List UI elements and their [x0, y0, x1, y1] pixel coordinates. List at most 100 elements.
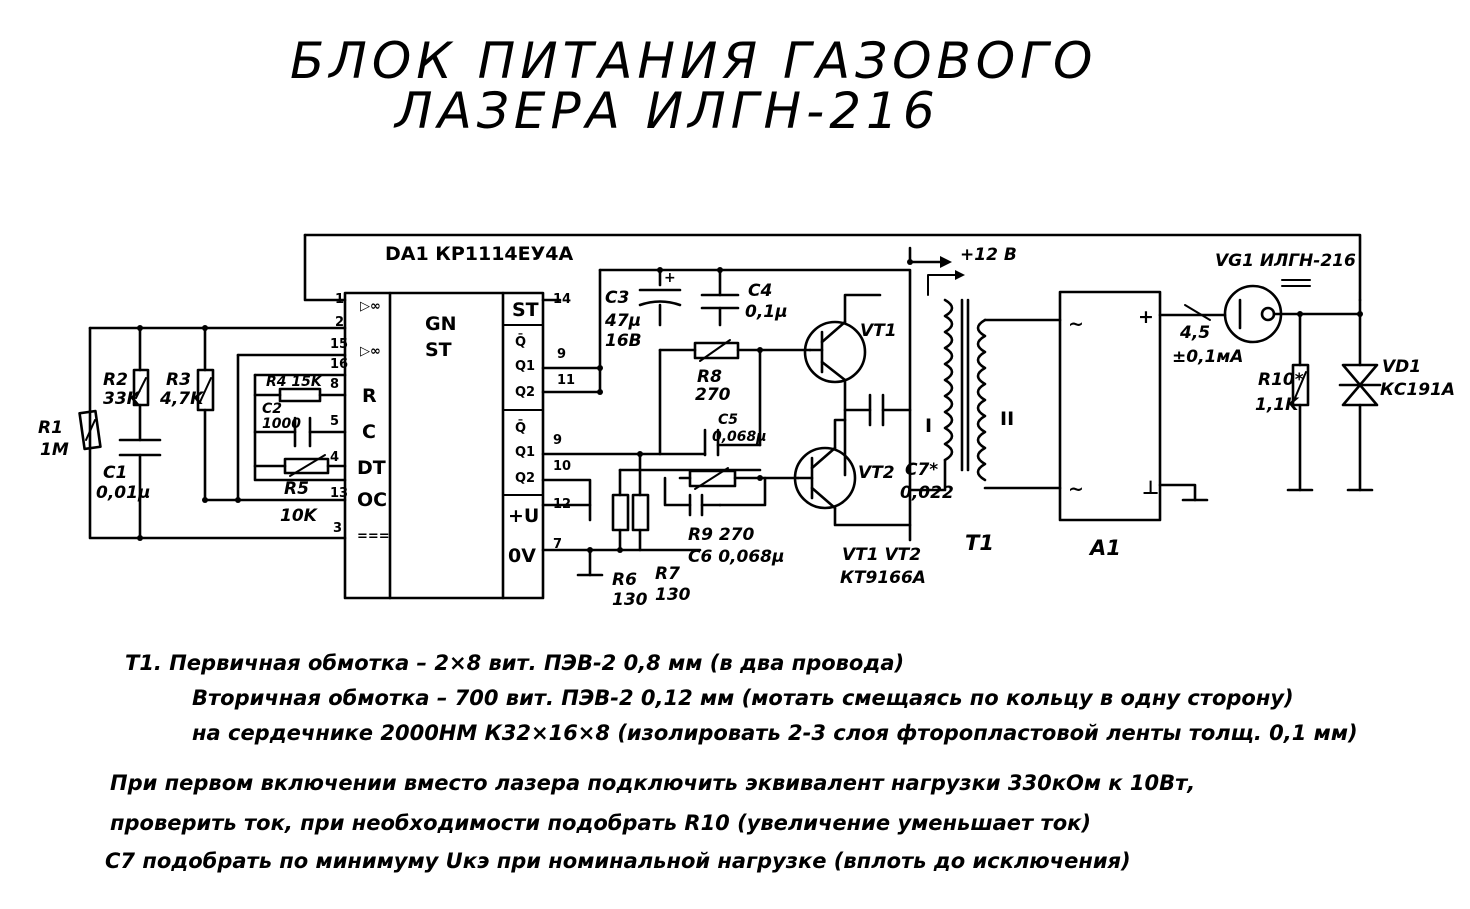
- title-line1: БЛОК ПИТАНИЯ ГАЗОВОГО: [290, 32, 1097, 90]
- svg-text:+: +: [664, 270, 676, 286]
- c4-ref: C4: [748, 281, 772, 301]
- r9-ref: R9 270: [688, 525, 754, 545]
- t1-w1-label: I: [925, 415, 932, 437]
- resistor-r1: R1 1M: [38, 409, 102, 460]
- ic-pin-r11: 11: [557, 373, 575, 388]
- note-line-5: проверить ток, при необходимости подобра…: [110, 811, 1091, 835]
- r3-value: 4,7K: [159, 389, 205, 409]
- note-line-3: на сердечнике 2000НМ К32×16×8 (изолирова…: [192, 721, 1358, 745]
- ic-func-q2a: Q2: [515, 385, 535, 400]
- notes-block: Т1. Первичная обмотка – 2×8 вит. ПЭВ-2 0…: [105, 651, 1358, 873]
- resistor-r8: R8 270: [693, 339, 740, 405]
- ic-func-oc: OC: [357, 489, 387, 511]
- resistor-r6: R6 130: [611, 493, 648, 610]
- transistor-vt1: VT1: [803, 293, 897, 477]
- ic-pin-r7: 7: [553, 537, 562, 552]
- transistors-ref: VT1 VT2: [842, 545, 921, 565]
- capacitor-c1: C1 0,01μ: [96, 438, 162, 503]
- r8-value: 270: [695, 385, 731, 405]
- ic-body: [343, 291, 545, 600]
- capacitor-c7: C7* 0,022: [843, 393, 954, 503]
- a1-ac1: ~: [1068, 313, 1084, 335]
- title-line2: ЛАЗЕРА ИЛГН-216: [393, 82, 940, 140]
- ic-center-gn: GN: [425, 313, 457, 335]
- vd1-value: КС191А: [1380, 380, 1455, 400]
- c3-ref: C3: [605, 288, 629, 308]
- ic-pin-r9a: 9: [557, 347, 566, 362]
- ic-pin-13: 13: [330, 486, 348, 501]
- resistor-r10: R10* 1,1K: [1255, 312, 1314, 492]
- ic-pin-r10: 10: [553, 459, 571, 474]
- c5-value: 0,068μ: [712, 429, 767, 445]
- c2-ref: C2: [262, 401, 282, 417]
- c7-value: 0,022: [900, 483, 954, 503]
- ic-pin-8: 8: [330, 377, 339, 392]
- supply-label: +12 В: [960, 245, 1017, 265]
- ic-pin-4: 4: [330, 450, 339, 465]
- ic-func-amp2: ▷∞: [360, 344, 381, 359]
- resistor-r3: R3 4,7K: [159, 368, 215, 412]
- ic-pin-3: 3: [333, 521, 342, 536]
- vg1-ref: VG1 ИЛГН-216: [1215, 251, 1356, 271]
- multiplier-a1: ~ + ~ ⊥ A1: [1058, 290, 1227, 560]
- ic-func-0v: 0V: [508, 545, 536, 567]
- zener-vd1: VD1 КС191А: [1338, 298, 1455, 492]
- resistor-r4: R4 15K: [266, 374, 323, 403]
- r10-ref: R10*: [1258, 370, 1304, 390]
- t1-w2-label: II: [1000, 408, 1014, 430]
- c5-ref: C5: [718, 412, 738, 428]
- wiring-center: [541, 259, 913, 577]
- a1-body: [1058, 290, 1162, 522]
- a1-ref: A1: [1088, 536, 1121, 560]
- c3-value1: 47μ: [604, 311, 641, 331]
- ic-func-q1b: Q1: [515, 445, 535, 460]
- ic-func-dt: DT: [357, 457, 386, 479]
- capacitor-c2: C2 1000: [262, 401, 312, 448]
- ic-ref-label: DA1 КР1114ЕУ4А: [385, 243, 573, 265]
- ic-func-qbar1: Q̄: [515, 334, 526, 350]
- capacitor-c3: + C3 47μ 16В: [604, 270, 682, 351]
- ic-func-st: ST: [512, 299, 539, 321]
- transistor-vt2: VT2: [793, 418, 912, 527]
- c3-value2: 16В: [605, 331, 642, 351]
- wiring-left: [88, 233, 1362, 541]
- r3-ref: R3: [166, 370, 191, 390]
- r7-value: 130: [655, 585, 691, 605]
- resistor-r2: R2 33K: [103, 368, 150, 409]
- transformer-t1: I II T1: [908, 298, 1062, 555]
- r6-ref: R6: [612, 570, 637, 590]
- a1-ac2: ~: [1068, 478, 1084, 500]
- c7-ref: C7*: [905, 460, 938, 480]
- meter-value2: ±0,1мА: [1172, 347, 1243, 367]
- ic-pin-5: 5: [330, 414, 339, 429]
- meter-value1: 4,5: [1179, 323, 1210, 343]
- ic-pin-15: 15: [330, 337, 348, 352]
- note-line-2: Вторичная обмотка – 700 вит. ПЭВ-2 0,12 …: [192, 686, 1294, 710]
- c1-ref: C1: [103, 463, 127, 483]
- r2-ref: R2: [103, 370, 128, 390]
- capacitor-c4: C4 0,1μ: [700, 281, 788, 327]
- ic-func-c: C: [362, 421, 376, 443]
- ic-func-q2b: Q2: [515, 471, 535, 486]
- note-line-1: Т1. Первичная обмотка – 2×8 вит. ПЭВ-2 0…: [125, 651, 904, 675]
- r1-ref: R1: [38, 418, 63, 438]
- ic-func-ref: ===: [357, 529, 390, 544]
- transistors-type: КТ9166А: [840, 568, 926, 588]
- capacitor-c6: C6 0,068μ: [688, 493, 785, 567]
- r7-ref: R7: [655, 564, 680, 584]
- ic-func-r: R: [362, 385, 377, 407]
- ic-func-qbar2: Q̄: [515, 420, 526, 436]
- ic-pin-r9b: 9: [553, 433, 562, 448]
- r4-ref: R4 15K: [266, 374, 323, 390]
- a1-gnd: ⊥: [1142, 477, 1159, 499]
- laser-vg1: VG1 ИЛГН-216: [1215, 251, 1363, 344]
- vt2-ref: VT2: [858, 463, 895, 483]
- c4-value: 0,1μ: [745, 302, 788, 322]
- supply-12v: +12 В: [908, 245, 1017, 296]
- resistor-r7: R7 130: [631, 493, 691, 605]
- ic-func-vplus: +U: [508, 505, 539, 527]
- ic-pin-2: 2: [335, 315, 344, 330]
- r6-value: 130: [612, 590, 648, 610]
- ic-pin-16: 16: [330, 357, 348, 372]
